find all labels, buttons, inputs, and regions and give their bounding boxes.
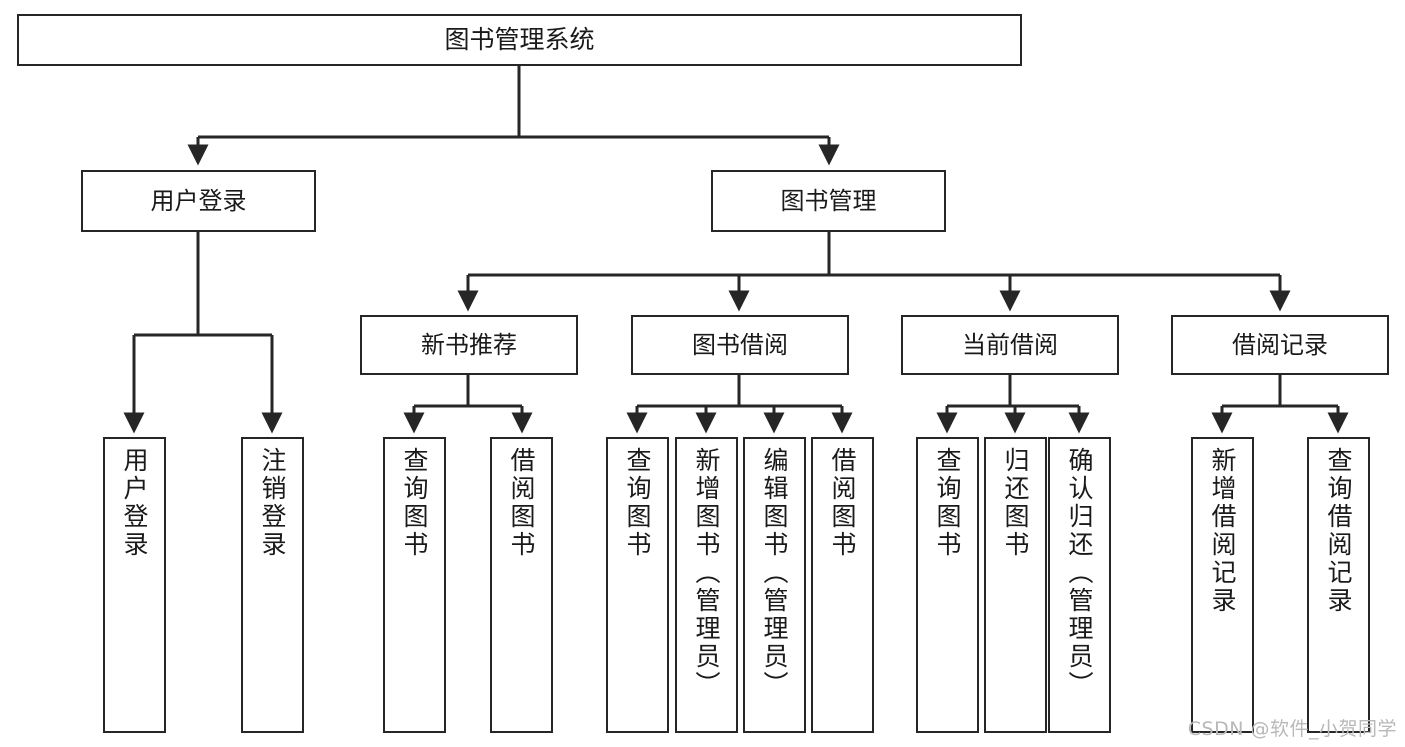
- node-leaf-logout-login[interactable]: 注销登录: [241, 437, 304, 733]
- watermark-text: CSDN @软件_小贺同学: [1187, 718, 1397, 740]
- node-leaf-edit-book[interactable]: 编辑图书（管理员）: [743, 437, 806, 733]
- node-root-system[interactable]: 图书管理系统: [17, 14, 1022, 66]
- node-leaf-add-book[interactable]: 新增图书（管理员）: [675, 437, 738, 733]
- node-book-borrow[interactable]: 图书借阅: [631, 315, 849, 375]
- node-leaf-borrow-book-1[interactable]: 借阅图书: [490, 437, 553, 733]
- node-leaf-query-record[interactable]: 查询借阅记录: [1307, 437, 1370, 733]
- node-label: 确认归还（管理员）: [1065, 447, 1094, 699]
- node-label: 借阅记录: [1232, 330, 1328, 359]
- node-current-borrow[interactable]: 当前借阅: [901, 315, 1119, 375]
- node-label: 新增图书（管理员）: [692, 447, 721, 699]
- node-label: 查询借阅记录: [1324, 447, 1353, 615]
- node-leaf-confirm-return[interactable]: 确认归还（管理员）: [1048, 437, 1111, 733]
- node-leaf-return-book[interactable]: 归还图书: [984, 437, 1047, 733]
- node-user-login[interactable]: 用户登录: [81, 170, 316, 232]
- node-label: 借阅图书: [828, 447, 857, 559]
- node-new-book-recommend[interactable]: 新书推荐: [360, 315, 578, 375]
- node-label: 当前借阅: [962, 330, 1058, 359]
- node-label: 编辑图书（管理员）: [760, 447, 789, 699]
- node-label: 借阅图书: [507, 447, 536, 559]
- node-label: 查询图书: [933, 447, 962, 559]
- node-leaf-query-book-2[interactable]: 查询图书: [606, 437, 669, 733]
- node-label: 用户登录: [120, 447, 149, 559]
- node-label: 图书借阅: [692, 330, 788, 359]
- node-leaf-query-book-1[interactable]: 查询图书: [383, 437, 446, 733]
- node-label: 注销登录: [258, 447, 287, 559]
- node-leaf-add-record[interactable]: 新增借阅记录: [1191, 437, 1254, 733]
- node-leaf-borrow-book-2[interactable]: 借阅图书: [811, 437, 874, 733]
- node-leaf-user-login[interactable]: 用户登录: [103, 437, 166, 733]
- node-label: 新增借阅记录: [1208, 447, 1237, 615]
- node-book-manage[interactable]: 图书管理: [711, 170, 946, 232]
- node-label: 新书推荐: [421, 330, 517, 359]
- node-label: 归还图书: [1001, 447, 1030, 559]
- node-label: 图书管理系统: [444, 25, 595, 55]
- node-leaf-query-book-3[interactable]: 查询图书: [916, 437, 979, 733]
- node-label: 用户登录: [150, 186, 247, 215]
- node-borrow-record[interactable]: 借阅记录: [1171, 315, 1389, 375]
- node-label: 查询图书: [623, 447, 652, 559]
- node-label: 图书管理: [780, 186, 877, 215]
- node-label: 查询图书: [400, 447, 429, 559]
